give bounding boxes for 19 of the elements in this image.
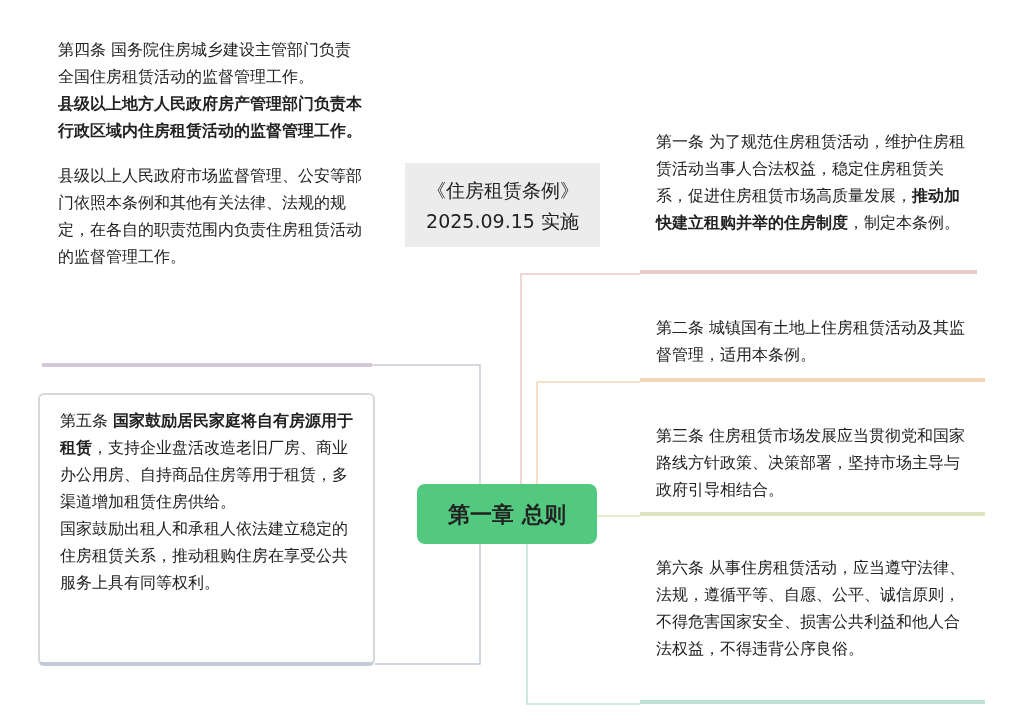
- regulation-title-text: 《住房租赁条例》: [425, 178, 580, 203]
- connector-line: [596, 515, 641, 517]
- article-text: 第三条 住房租赁市场发展应当贯彻党和国家路线方针政策、决策部署，坚持市场主导与政府引导相结合。: [656, 425, 967, 501]
- connector-line: [526, 543, 641, 705]
- article-text: 第一条 为了规范住房租赁活动，维护住房租赁活动当事人合法权益，稳定住房租赁关系，促进住房租赁市场高质量发展，推动加快建立租购并举的住房制度，制定本条例。: [656, 131, 967, 234]
- article-text: 第六条 从事住房租赁活动，应当遵守法律、法规，遵循平等、自愿、公平、诚信原则，不得危害国家安全、损害公共利益和他人合法权益，不得违背公序良俗。: [656, 557, 967, 660]
- connector-line: [536, 381, 641, 485]
- connector-line: [371, 364, 481, 485]
- article-text: 第五条 国家鼓励居民家庭将自有房源用于租赁，支持企业盘活改造老旧厂房、商业办公用房、自持商品住房等用于租赁，多渠道增加租赁住房供给。: [60, 410, 355, 513]
- chapter-heading: 第一章 总则: [448, 500, 566, 528]
- article-card: [38, 393, 375, 666]
- central-topic-box: [417, 484, 597, 544]
- connector-line: [374, 543, 481, 665]
- article-text: 第二条 城镇国有土地上住房租赁活动及其监督管理，适用本条例。: [656, 317, 967, 366]
- article-text: 国家鼓励出租人和承租人依法建立稳定的住房租赁关系，推动租购住房在享受公共服务上具有同等权利。: [60, 518, 349, 594]
- article-text: 第四条 国务院住房城乡建设主管部门负责全国住房租赁活动的监督管理工作。县级以上地方人民政府房产管理部门负责本行政区域内住房租赁活动的监督管理工作。: [58, 39, 362, 142]
- article-text: 县级以上人民政府市场监督管理、公安等部门依照本条例和其他有关法律、法规的规定，在各自的职责范围内负责住房租赁活动的监督管理工作。: [58, 165, 362, 268]
- regulation-title-text: 2025.09.15 实施: [425, 209, 580, 234]
- connector-line: [520, 273, 641, 485]
